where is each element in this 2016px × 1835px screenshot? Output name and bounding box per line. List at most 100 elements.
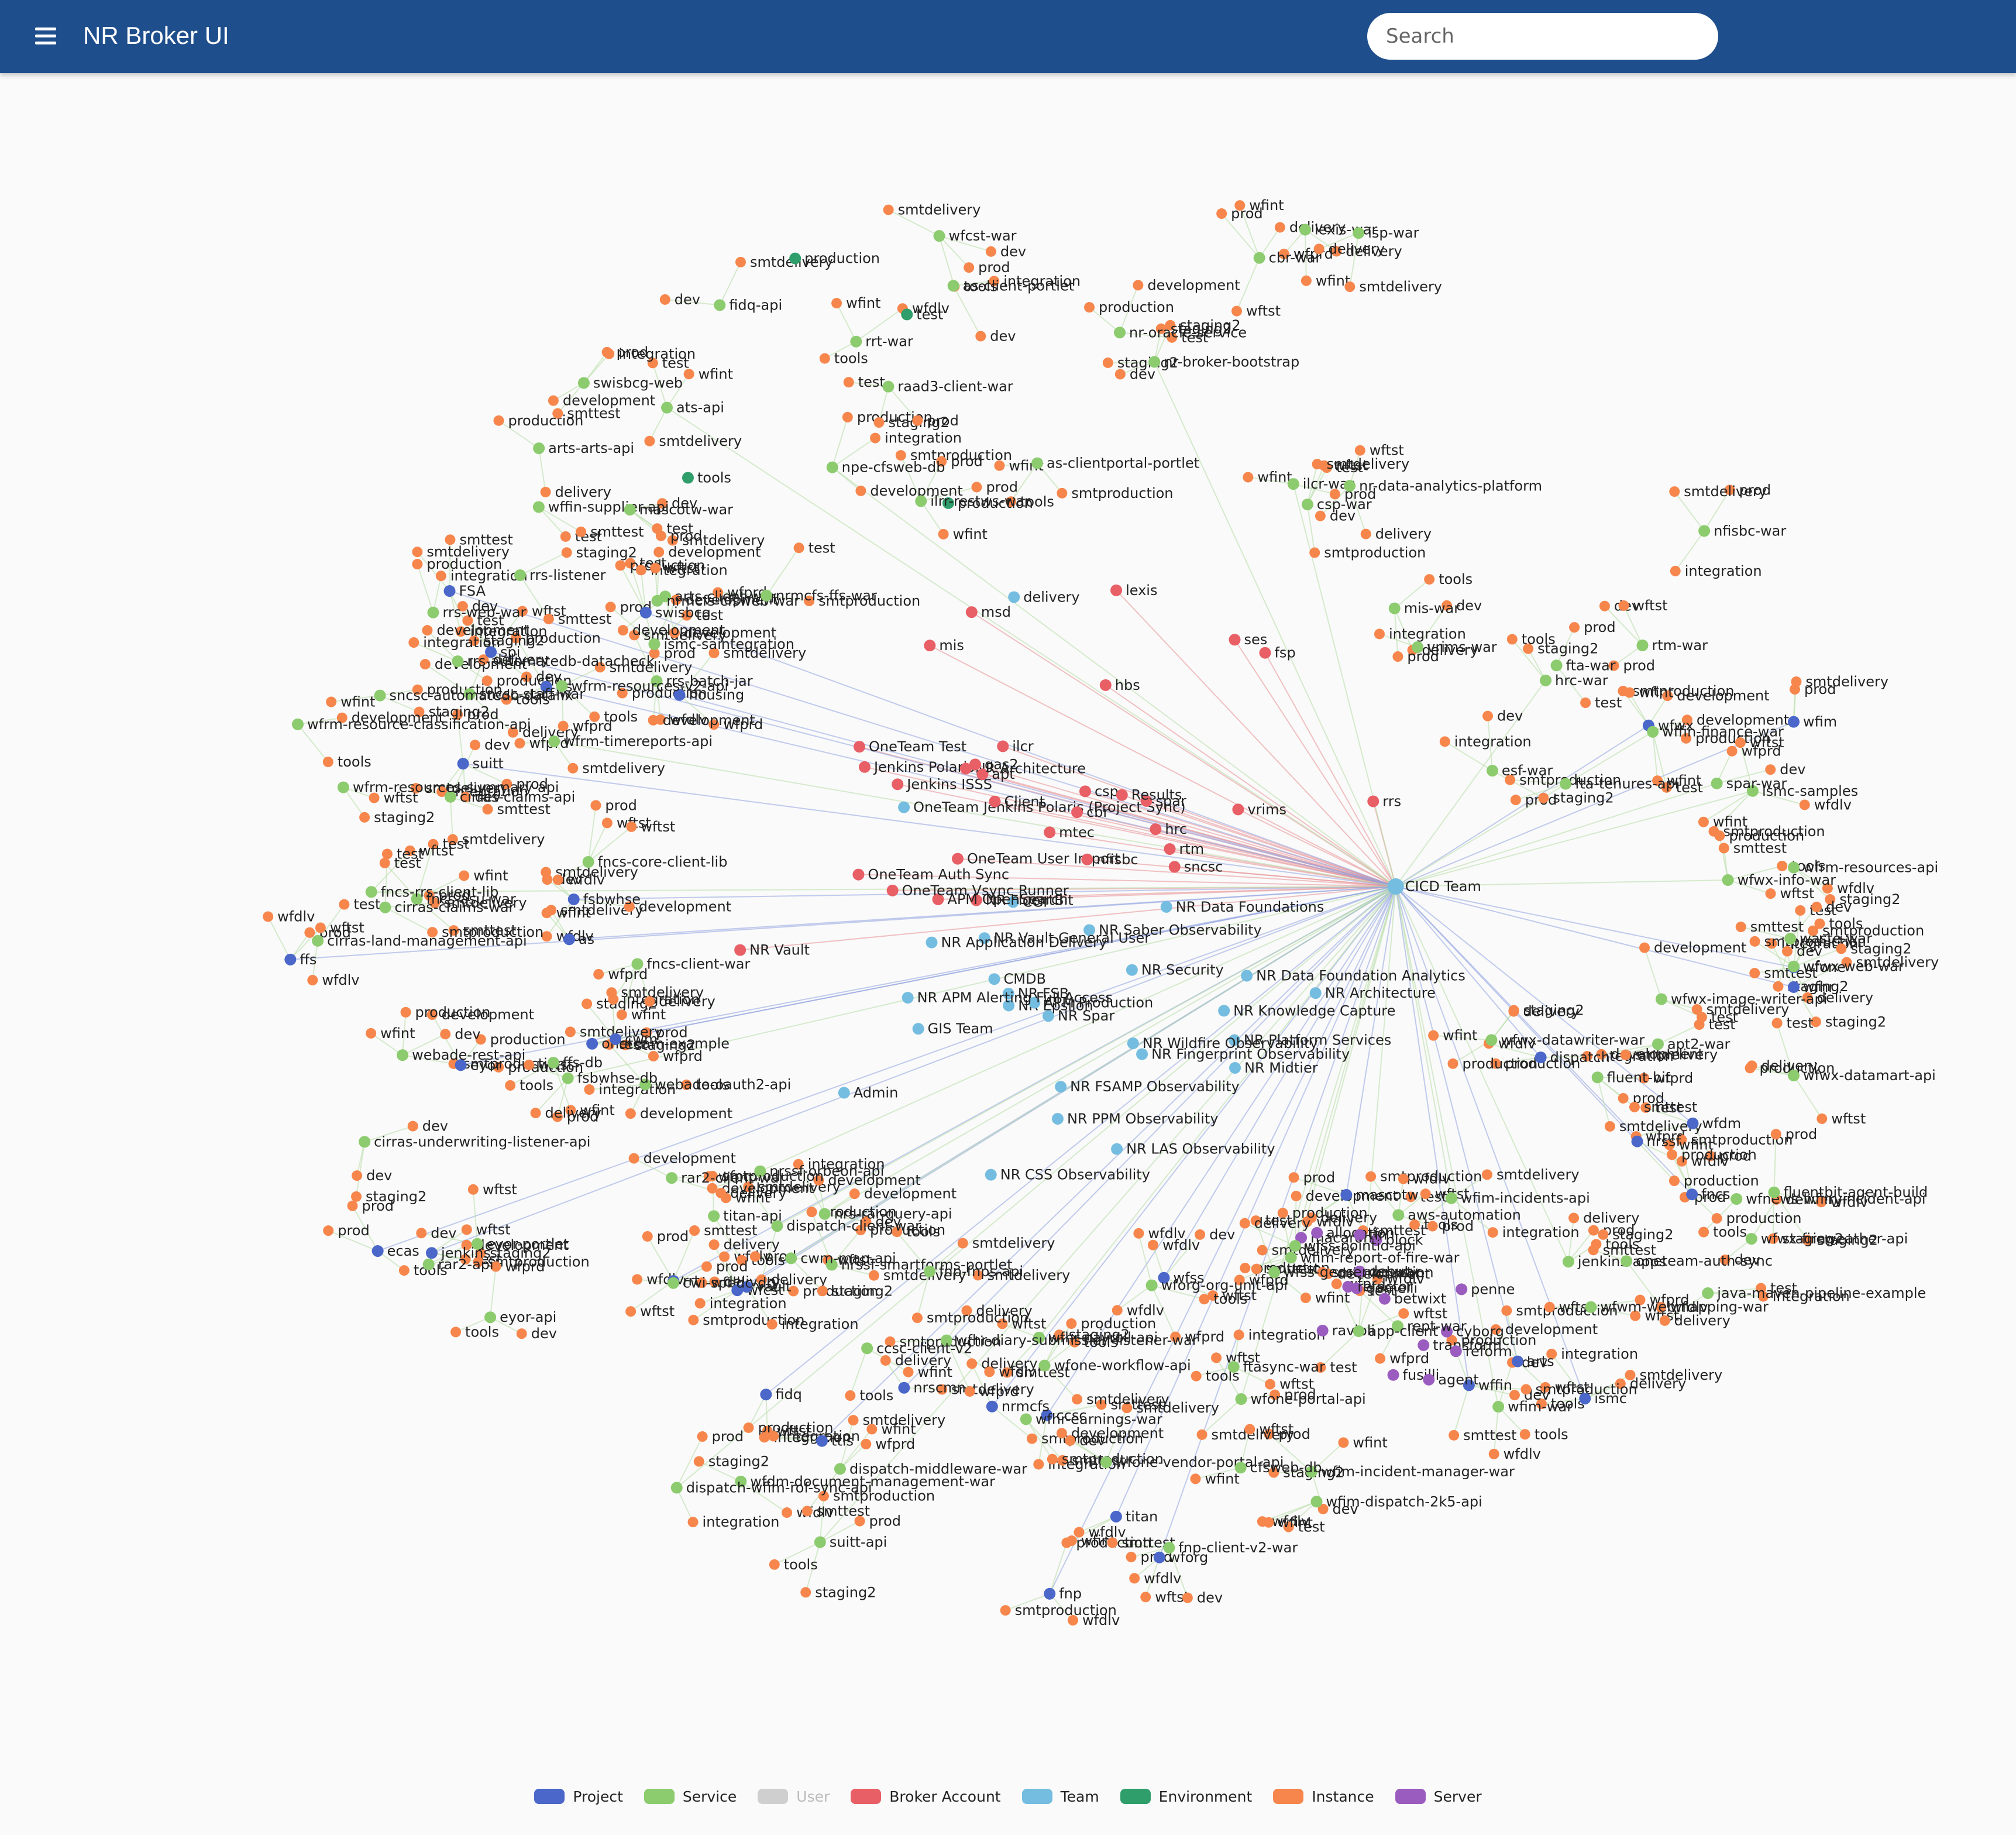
node-dot[interactable] [880,1355,891,1366]
node-dot[interactable] [642,1231,653,1242]
graph-node[interactable]: dev [460,789,501,805]
graph-node[interactable]: rrt-war [850,334,913,350]
node-dot[interactable] [1768,1186,1780,1198]
graph-node[interactable]: delivery [644,993,715,1009]
node-dot[interactable] [969,758,981,771]
node-dot[interactable] [1100,1456,1112,1469]
graph-node[interactable]: webade-oauth2-api [639,1076,791,1092]
node-dot[interactable] [855,485,866,496]
graph-node[interactable]: wfdlv [1067,1612,1120,1628]
menu-icon[interactable] [28,19,63,54]
node-dot[interactable] [576,526,587,537]
node-dot[interactable] [1621,1255,1633,1267]
node-dot[interactable] [514,569,526,582]
graph-node[interactable]: nr-broker-bootstrap [1148,353,1299,370]
node-dot[interactable] [1745,1233,1757,1245]
graph-node[interactable]: fncs-rrs-client-lib [365,884,499,900]
graph-node[interactable]: development [653,544,761,561]
graph-node[interactable]: dev [975,328,1016,345]
node-dot[interactable] [689,1225,700,1236]
node-dot[interactable] [543,613,554,624]
graph-node[interactable]: wftst [1540,1379,1590,1396]
graph-node[interactable]: smtdelivery [644,433,742,449]
node-dot[interactable] [1056,1428,1067,1439]
node-dot[interactable] [719,1251,730,1262]
graph-node[interactable]: wfhr-diary-submission-listener-war [940,1332,1198,1349]
node-dot[interactable] [693,1456,704,1467]
node-dot[interactable] [818,1208,831,1220]
node-dot[interactable] [1424,574,1435,585]
graph-node[interactable]: production [1277,1205,1368,1221]
graph-node[interactable]: production [615,557,706,573]
node-dot[interactable] [1630,1310,1641,1321]
graph-node[interactable]: wfrm-resources-summary-api [337,779,559,796]
node-dot[interactable] [398,1265,410,1276]
graph-node[interactable]: hrc-war [1540,672,1608,689]
graph-node[interactable]: tools [322,754,371,770]
node-dot[interactable] [901,308,913,321]
node-dot[interactable] [1234,1274,1245,1286]
graph-node[interactable]: wftst [1735,734,1784,751]
graph-node[interactable]: aws-automation [1392,1207,1521,1223]
node-dot[interactable] [734,944,746,956]
graph-node[interactable]: smtproduction [688,1312,804,1328]
node-dot[interactable] [1749,936,1760,947]
node-dot[interactable] [760,1389,772,1401]
node-dot[interactable] [715,1187,727,1198]
graph-node[interactable]: integration [635,562,728,578]
graph-node[interactable]: prod [424,887,471,903]
node-dot[interactable] [326,696,337,707]
node-dot[interactable] [697,1431,708,1442]
graph-node[interactable]: cwi-spi-dc-db [667,1275,776,1291]
graph-node[interactable]: prod [1288,1169,1336,1185]
node-dot[interactable] [1191,1370,1202,1382]
node-dot[interactable] [1745,1063,1756,1074]
node-dot[interactable] [1428,1030,1439,1041]
node-dot[interactable] [608,994,619,1005]
node-dot[interactable] [971,482,982,493]
graph-node[interactable]: wfdlv [307,972,360,988]
node-dot[interactable] [1071,806,1083,819]
graph-node[interactable]: smtdelivery [743,1178,841,1195]
graph-node[interactable]: fnp-fnps-api [923,1263,1023,1280]
node-dot[interactable] [337,781,349,793]
node-dot[interactable] [1265,1379,1276,1390]
node-dot[interactable] [1288,1172,1299,1183]
node-dot[interactable] [1285,1252,1297,1264]
graph-node[interactable]: dev [516,1325,557,1342]
graph-node[interactable]: prod [701,1259,748,1275]
graph-node[interactable]: prod [1679,1189,1726,1205]
node-dot[interactable] [1072,1394,1083,1405]
node-dot[interactable] [1802,992,1813,1003]
node-dot[interactable] [1145,1279,1158,1291]
graph-node[interactable]: fncs-client-war [631,956,750,972]
graph-node[interactable]: wfint [938,526,988,542]
node-dot[interactable] [470,740,481,751]
node-dot[interactable] [766,1319,777,1330]
node-dot[interactable] [1306,1212,1317,1223]
graph-node[interactable]: wfrm-resource-classification-api [291,716,531,733]
node-dot[interactable] [1770,1129,1781,1140]
node-dot[interactable] [1387,1369,1399,1381]
graph-node[interactable]: wfcst-war [933,228,1017,244]
node-dot[interactable] [347,1200,358,1211]
node-dot[interactable] [461,1239,472,1250]
node-dot[interactable] [1598,1229,1609,1240]
node-dot[interactable] [1102,357,1113,368]
node-dot[interactable] [855,1225,866,1236]
node-dot[interactable] [615,560,626,571]
node-dot[interactable] [1309,987,1322,999]
graph-node[interactable]: tools [1506,631,1556,648]
graph-node[interactable]: Jenkins ISSS [892,776,992,792]
graph-node[interactable]: integration [766,1316,859,1332]
node-dot[interactable] [616,1009,627,1020]
graph-node[interactable]: arts-arts-api [533,440,634,456]
node-dot[interactable] [1354,445,1365,456]
graph-node[interactable]: fluentbit-agent-build [1768,1184,1928,1201]
graph-node[interactable]: dev [457,598,498,614]
node-dot[interactable] [1133,1228,1144,1239]
node-dot[interactable] [659,294,670,305]
graph-node[interactable]: wftst [1265,1376,1314,1393]
node-dot[interactable] [1240,1263,1251,1274]
graph-node[interactable]: hbs [1099,677,1140,693]
